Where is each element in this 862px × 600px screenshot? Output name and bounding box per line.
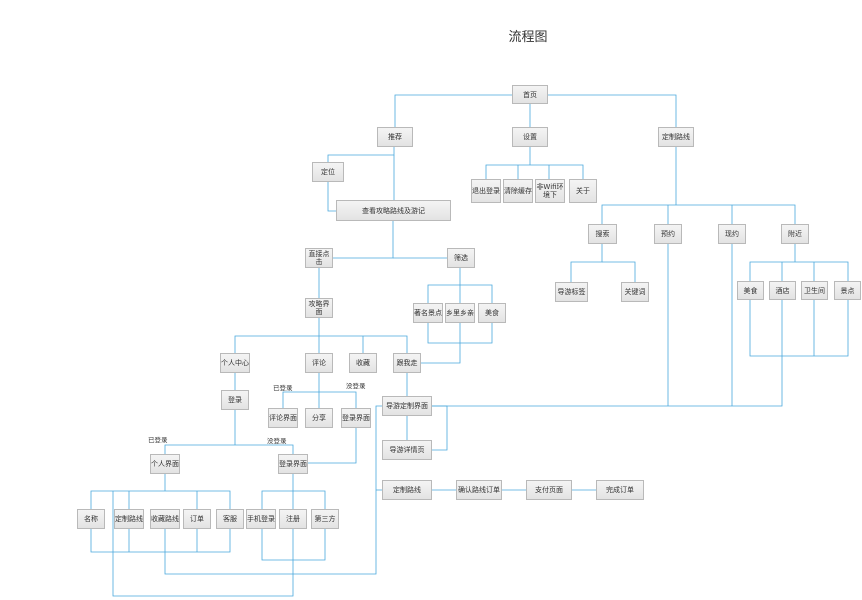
- node-comment-page[interactable]: 评论界面: [268, 408, 298, 428]
- node-non-wifi-download[interactable]: 非Wifi环境下: [535, 179, 565, 203]
- node-about[interactable]: 关于: [569, 179, 597, 203]
- node-food-filter[interactable]: 美食: [478, 303, 506, 323]
- node-clear-cache[interactable]: 清除缓存: [503, 179, 533, 203]
- node-personal-page[interactable]: 个人界面: [150, 454, 180, 474]
- node-custom-route-pc[interactable]: 定制路线: [114, 509, 144, 529]
- node-fav-route[interactable]: 收藏路线: [150, 509, 180, 529]
- node-favorite[interactable]: 收藏: [349, 353, 377, 373]
- node-settings[interactable]: 设置: [512, 127, 548, 147]
- node-filter[interactable]: 筛选: [447, 248, 475, 268]
- node-comment[interactable]: 评论: [305, 353, 333, 373]
- node-locate[interactable]: 定位: [312, 162, 344, 182]
- label-not-logged-a: 没登录: [346, 382, 366, 390]
- node-personal-center[interactable]: 个人中心: [220, 353, 250, 373]
- node-keyword[interactable]: 关键词: [621, 282, 649, 302]
- node-village[interactable]: 乡里乡亲: [445, 303, 475, 323]
- node-order[interactable]: 订单: [183, 509, 211, 529]
- node-hotel[interactable]: 酒店: [769, 281, 796, 300]
- node-custom-route-bottom[interactable]: 定制路线: [382, 480, 432, 500]
- node-service[interactable]: 客服: [216, 509, 244, 529]
- node-custom-route-top[interactable]: 定制路线: [658, 127, 694, 147]
- node-follow-me[interactable]: 跟我走: [393, 353, 421, 373]
- node-direct-click[interactable]: 直接点击: [305, 248, 333, 268]
- node-home[interactable]: 首页: [512, 85, 548, 104]
- node-scenic[interactable]: 景点: [834, 281, 861, 300]
- label-not-logged-b: 没登录: [267, 437, 287, 445]
- node-food-nearby[interactable]: 美食: [737, 281, 764, 300]
- node-login[interactable]: 登录: [221, 390, 249, 410]
- label-logged-in-b: 已登录: [148, 436, 168, 444]
- node-toilet[interactable]: 卫生间: [801, 281, 828, 300]
- node-confirm-order[interactable]: 确认路线订单: [456, 480, 502, 500]
- node-recommend[interactable]: 推荐: [377, 127, 413, 147]
- node-guide-detail[interactable]: 导游详情页: [382, 440, 432, 460]
- node-share[interactable]: 分享: [305, 408, 333, 428]
- label-logged-in-a: 已登录: [273, 384, 293, 392]
- node-nearby[interactable]: 附近: [781, 224, 809, 244]
- node-phone-login[interactable]: 手机登录: [246, 509, 276, 529]
- diagram-title: 流程图: [508, 30, 548, 45]
- node-third-party[interactable]: 第三方: [311, 509, 339, 529]
- node-search[interactable]: 搜索: [588, 224, 617, 244]
- node-logout[interactable]: 退出登录: [471, 179, 501, 203]
- node-famous-spots[interactable]: 著名景点: [413, 303, 443, 323]
- node-login-page-b[interactable]: 登录界面: [278, 454, 308, 474]
- node-login-page-a[interactable]: 登录界面: [341, 408, 371, 428]
- node-complete-order[interactable]: 完成订单: [596, 480, 644, 500]
- node-appointment[interactable]: 预约: [654, 224, 682, 244]
- node-guide-custom-page[interactable]: 导游定制界面: [382, 396, 432, 416]
- node-view-routes[interactable]: 查看攻略路线及游记: [336, 200, 451, 221]
- node-guide-tag[interactable]: 导游标签: [555, 282, 588, 302]
- node-register[interactable]: 注册: [279, 509, 307, 529]
- node-payment-page[interactable]: 支付页面: [526, 480, 572, 500]
- node-now-book[interactable]: 现约: [718, 224, 746, 244]
- node-guide-page[interactable]: 攻略界面: [305, 298, 333, 318]
- node-name[interactable]: 名称: [77, 509, 105, 529]
